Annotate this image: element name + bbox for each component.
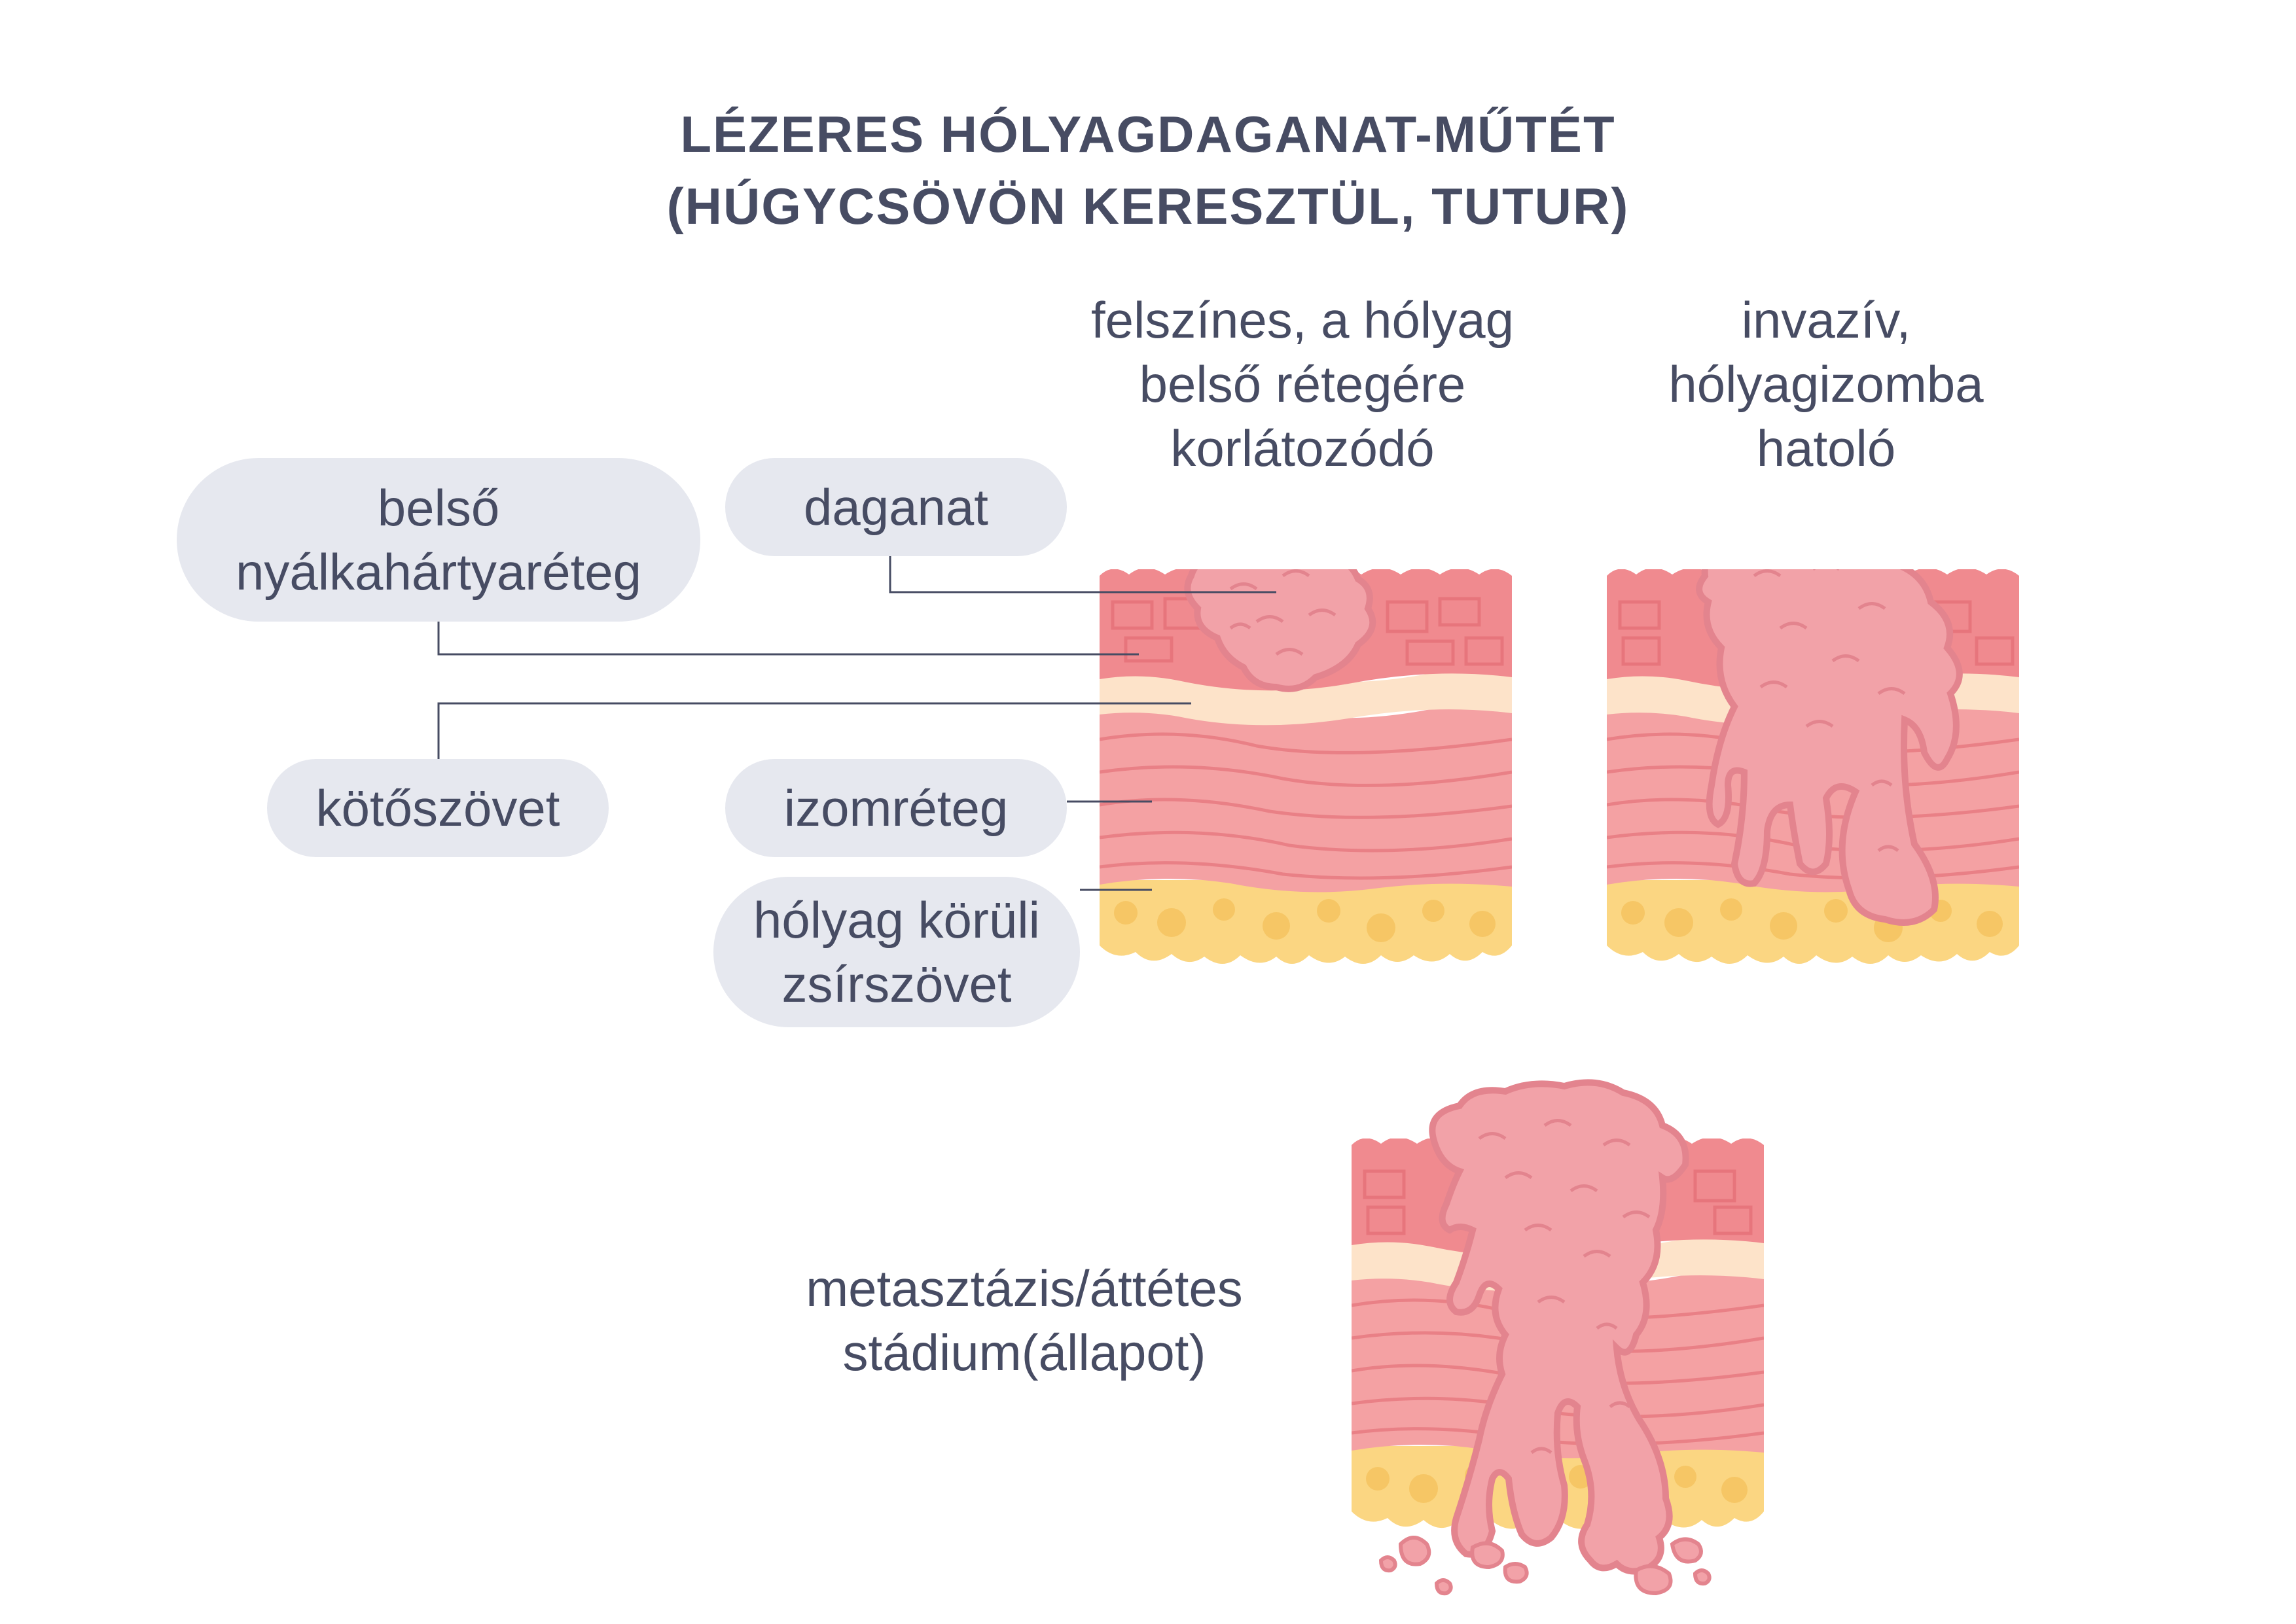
label-connective-text: kötőszövet [315,779,560,837]
fat-layer-a [1100,880,1512,964]
caption-superficial-line-1: felszínes, a hólyag [1090,291,1515,349]
tumor-texture-c [1478,1119,1651,1455]
tumor-invasive [1696,569,1963,926]
tumor-metastatic [1429,1079,1689,1575]
tumor-superficial [1184,569,1376,692]
caption-metastatic-line-2: stádium(állapot) [842,1324,1206,1381]
panel-invasive [1607,569,2019,964]
label-mucosa-line-2: nyálkahártyaréteg [235,543,642,601]
label-connective-tissue: kötőszövet [267,759,609,857]
caption-superficial: felszínes, a hólyag belső rétegére korlá… [1041,288,1564,480]
caption-metastatic: metasztázis/áttétes stádium(állapot) [753,1256,1296,1385]
leader-tumor [889,556,1276,593]
panel-metastatic [1352,1079,1764,1596]
muscle-fibers-a [1100,732,1512,880]
caption-invasive: invazív, hólyagizomba hatoló [1597,288,2055,480]
caption-invasive-line-2: hólyagizomba [1668,355,1984,413]
label-tumor-text: daganat [804,478,988,536]
leader-connective [437,702,1191,759]
caption-metastatic-line-1: metasztázis/áttétes [806,1260,1243,1317]
metastatic-fragments [1378,1536,1712,1596]
label-fat-line-1: hólyag körüli [753,891,1040,949]
leader-mucosa [437,622,1139,656]
tumor-texture-a [1229,569,1336,656]
fat-cells-a [1114,898,1496,942]
label-fat-line-2: zsírszövet [781,955,1012,1013]
panel-superficial [1100,569,1512,964]
title-line-1: LÉZERES HÓLYAGDAGANAT-MŰTÉT [680,105,1616,163]
muscle-layer-a [1100,701,1512,892]
mucosa-cells-b [1618,600,2015,666]
label-muscle-layer: izomréteg [725,759,1067,857]
fat-cells-b [1621,898,2003,942]
label-mucosa: belső nyálkahártyaréteg [177,458,700,622]
label-mucosa-line-1: belső [377,479,500,537]
caption-invasive-line-3: hatoló [1756,419,1896,477]
title-line-2: (HÚGYCSÖVÖN KERESZTÜL, TUTUR) [666,177,1630,235]
caption-superficial-line-3: korlátozódó [1170,419,1435,477]
label-tumor: daganat [725,458,1067,556]
label-muscle-text: izomréteg [783,779,1009,837]
tumor-texture-b [1753,569,1906,853]
leader-lines [437,556,1276,891]
caption-superficial-line-2: belső rétegére [1139,355,1466,413]
caption-invasive-line-1: invazív, [1741,291,1911,349]
mucosa-cells-c [1363,1169,1753,1235]
label-perivesical-fat: hólyag körüli zsírszövet [713,877,1080,1027]
